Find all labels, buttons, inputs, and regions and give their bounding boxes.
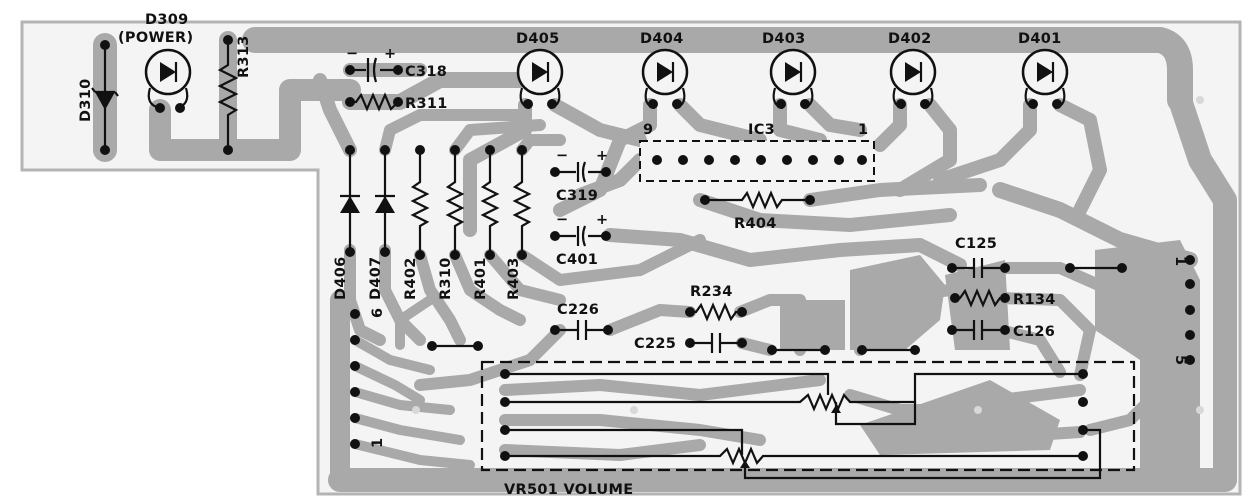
r310-resistor bbox=[445, 145, 465, 260]
r311-resistor bbox=[345, 92, 403, 112]
label-r402: R402 bbox=[403, 257, 419, 300]
led-d405 bbox=[516, 48, 564, 110]
label-d406: D406 bbox=[333, 256, 349, 300]
led-d403 bbox=[769, 48, 817, 110]
label-d402: D402 bbox=[888, 31, 932, 47]
label-ic3: IC3 bbox=[748, 122, 775, 138]
label-c125: C125 bbox=[955, 236, 997, 252]
label-ic3-pin1: 1 bbox=[858, 122, 868, 138]
connector-right bbox=[1185, 255, 1195, 365]
label-c319-plus: + bbox=[596, 148, 608, 164]
r313-resistor bbox=[217, 35, 239, 155]
label-c319: C319 bbox=[556, 188, 598, 204]
c319-capacitor bbox=[550, 161, 611, 183]
led-d404 bbox=[641, 48, 689, 110]
copper-traces bbox=[93, 27, 1237, 492]
label-conn-left-1: 1 bbox=[370, 438, 386, 448]
d407-diode bbox=[375, 145, 395, 257]
mounting-holes bbox=[412, 96, 1204, 414]
label-r134: R134 bbox=[1013, 292, 1056, 308]
c225-capacitor bbox=[685, 333, 747, 353]
ic3-chip bbox=[639, 140, 875, 182]
label-r234: R234 bbox=[690, 284, 733, 300]
label-r404: R404 bbox=[734, 216, 777, 232]
label-r313: R313 bbox=[236, 35, 252, 78]
jumper-wires bbox=[427, 263, 1127, 355]
label-c401-plus: + bbox=[596, 212, 608, 228]
d406-diode bbox=[340, 145, 360, 257]
connector-left bbox=[350, 309, 360, 449]
c125-capacitor bbox=[947, 258, 1010, 278]
c226-capacitor bbox=[550, 320, 613, 340]
r402-resistor bbox=[410, 145, 430, 260]
led-d402 bbox=[889, 48, 937, 110]
label-c318-minus: − bbox=[346, 46, 358, 62]
label-conn-right-5: 5 bbox=[1172, 355, 1188, 365]
vr501-volume-potentiometer bbox=[480, 360, 1136, 480]
label-c401: C401 bbox=[556, 252, 598, 268]
labels: D309 (POWER) D310 R313 − + C318 R311 D40… bbox=[78, 12, 1188, 498]
label-r403: R403 bbox=[506, 257, 522, 300]
r234-resistor bbox=[685, 302, 747, 322]
board-outline bbox=[20, 20, 1242, 496]
label-c318: C318 bbox=[405, 64, 447, 80]
label-r311: R311 bbox=[405, 96, 448, 112]
label-conn-left-6: 6 bbox=[370, 308, 386, 318]
r134-resistor bbox=[950, 288, 1010, 308]
d309-led bbox=[144, 48, 192, 113]
c126-capacitor bbox=[947, 320, 1010, 340]
label-d401: D401 bbox=[1018, 31, 1062, 47]
label-power: (POWER) bbox=[118, 30, 193, 46]
c401-capacitor bbox=[550, 225, 611, 247]
r404-resistor bbox=[700, 190, 815, 210]
label-d407: D407 bbox=[368, 256, 384, 300]
label-conn-right-1: 1 bbox=[1172, 256, 1188, 266]
label-ic3-pin9: 9 bbox=[643, 122, 653, 138]
label-c126: C126 bbox=[1013, 324, 1055, 340]
label-vr501: VR501 VOLUME bbox=[504, 482, 633, 498]
c318-capacitor bbox=[345, 57, 403, 83]
label-r310: R310 bbox=[438, 257, 454, 300]
r403-resistor bbox=[512, 145, 532, 260]
label-r401: R401 bbox=[473, 257, 489, 300]
label-c225: C225 bbox=[634, 336, 676, 352]
label-d404: D404 bbox=[640, 31, 684, 47]
r401-resistor bbox=[480, 145, 500, 260]
label-c226: C226 bbox=[557, 302, 599, 318]
label-c319-minus: − bbox=[556, 148, 568, 164]
label-d310: D310 bbox=[78, 78, 94, 122]
label-d405: D405 bbox=[516, 31, 560, 47]
d310-zener-diode bbox=[91, 40, 119, 155]
label-c401-minus: − bbox=[556, 212, 568, 228]
label-d309: D309 bbox=[145, 12, 189, 28]
label-c318-plus: + bbox=[384, 46, 396, 62]
led-d401 bbox=[1021, 48, 1069, 110]
label-d403: D403 bbox=[762, 31, 806, 47]
